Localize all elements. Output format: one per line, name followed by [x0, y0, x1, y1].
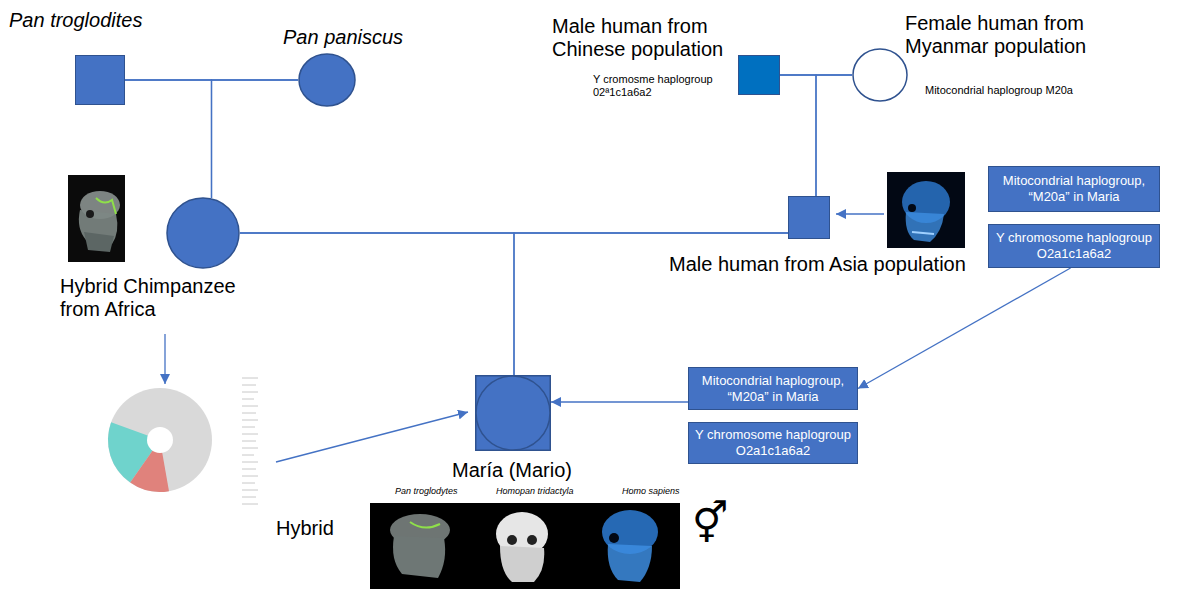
haplogroup-box: Y chromosome haplogroup O2a1c1a6a2: [988, 224, 1160, 268]
node-caption: Pan troglodites: [9, 9, 142, 32]
female-pedigree-circle: Hybrid Chimpanzee from Africa: [166, 197, 240, 269]
image-caption: Homopan tridactyla: [496, 486, 574, 496]
node-caption: Male human from Chinese population: [552, 15, 737, 61]
haplogroup-text: Mitocondrial haplogroup, “M20a” in Maria: [995, 173, 1153, 204]
pedigree-line: [816, 75, 852, 196]
image-caption: Pan troglodytes: [395, 486, 458, 496]
male-pedigree-square: Male human from Chinese populationY crom…: [738, 55, 780, 95]
chimp-skull-image: [68, 175, 125, 262]
male-pedigree-square: Pan troglodites: [75, 55, 125, 105]
intersex-pedigree-symbol: María (Mario): [475, 375, 551, 451]
haplogroup-box: Mitocondrial haplogroup, “M20a” in Maria: [688, 367, 858, 410]
image-caption: Homo sapiens: [622, 486, 680, 496]
pedigree-line: [780, 75, 816, 196]
figure-label: Hybrid: [276, 517, 334, 540]
skull-comparison-strip: [370, 503, 680, 589]
haplogroup-note: Y cromosme haplogroup 02ª1c1a6a2: [593, 73, 723, 98]
shape-outline: [298, 53, 356, 107]
sex-symbol: ⚥: [692, 500, 728, 546]
circle-outline: [476, 376, 550, 450]
pedigree-line: [240, 233, 514, 375]
haplogroup-box: Y chromosome haplogroup O2a1c1a6a2: [688, 422, 858, 464]
arrow: [164, 334, 165, 384]
pedigree-line: [125, 80, 212, 198]
haplogroup-note: Mitocondrial haplogroup M20a: [925, 84, 1073, 97]
haplogroup-text: Mitocondrial haplogroup, “M20a” in Maria: [695, 373, 851, 404]
female-pedigree-circle: Female human from Myanmar populationMito…: [852, 48, 908, 102]
female-pedigree-circle: Pan paniscus: [298, 53, 356, 107]
human-skull-image: [887, 172, 965, 248]
node-caption: Hybrid Chimpanzee from Africa: [60, 275, 275, 321]
pedigree-line: [212, 80, 299, 198]
node-caption: Female human from Myanmar population: [905, 12, 1110, 58]
arrow: [836, 213, 884, 214]
node-caption: Pan paniscus: [283, 26, 403, 49]
shape-outline: [166, 197, 240, 269]
shape-outline: [475, 375, 551, 451]
arrow: [551, 401, 688, 402]
arrow: [858, 268, 1071, 389]
haplogroup-text: Y chromosome haplogroup O2a1c1a6a2: [695, 427, 851, 458]
shape-outline: [852, 48, 908, 102]
square-outline: [476, 376, 551, 451]
arrow: [276, 412, 468, 462]
haplogroup-box: Mitocondrial haplogroup, “M20a” in Maria: [988, 166, 1160, 212]
circle-outline: [299, 54, 355, 106]
node-caption: María (Mario): [452, 459, 572, 482]
ancestry-pie-chart: [108, 378, 258, 504]
haplogroup-text: Y chromosome haplogroup O2a1c1a6a2: [995, 230, 1153, 261]
circle-outline: [167, 198, 239, 268]
circle-outline: [853, 49, 907, 101]
node-caption: Male human from Asia population: [669, 253, 966, 276]
male-pedigree-square: Male human from Asia population: [788, 196, 830, 239]
